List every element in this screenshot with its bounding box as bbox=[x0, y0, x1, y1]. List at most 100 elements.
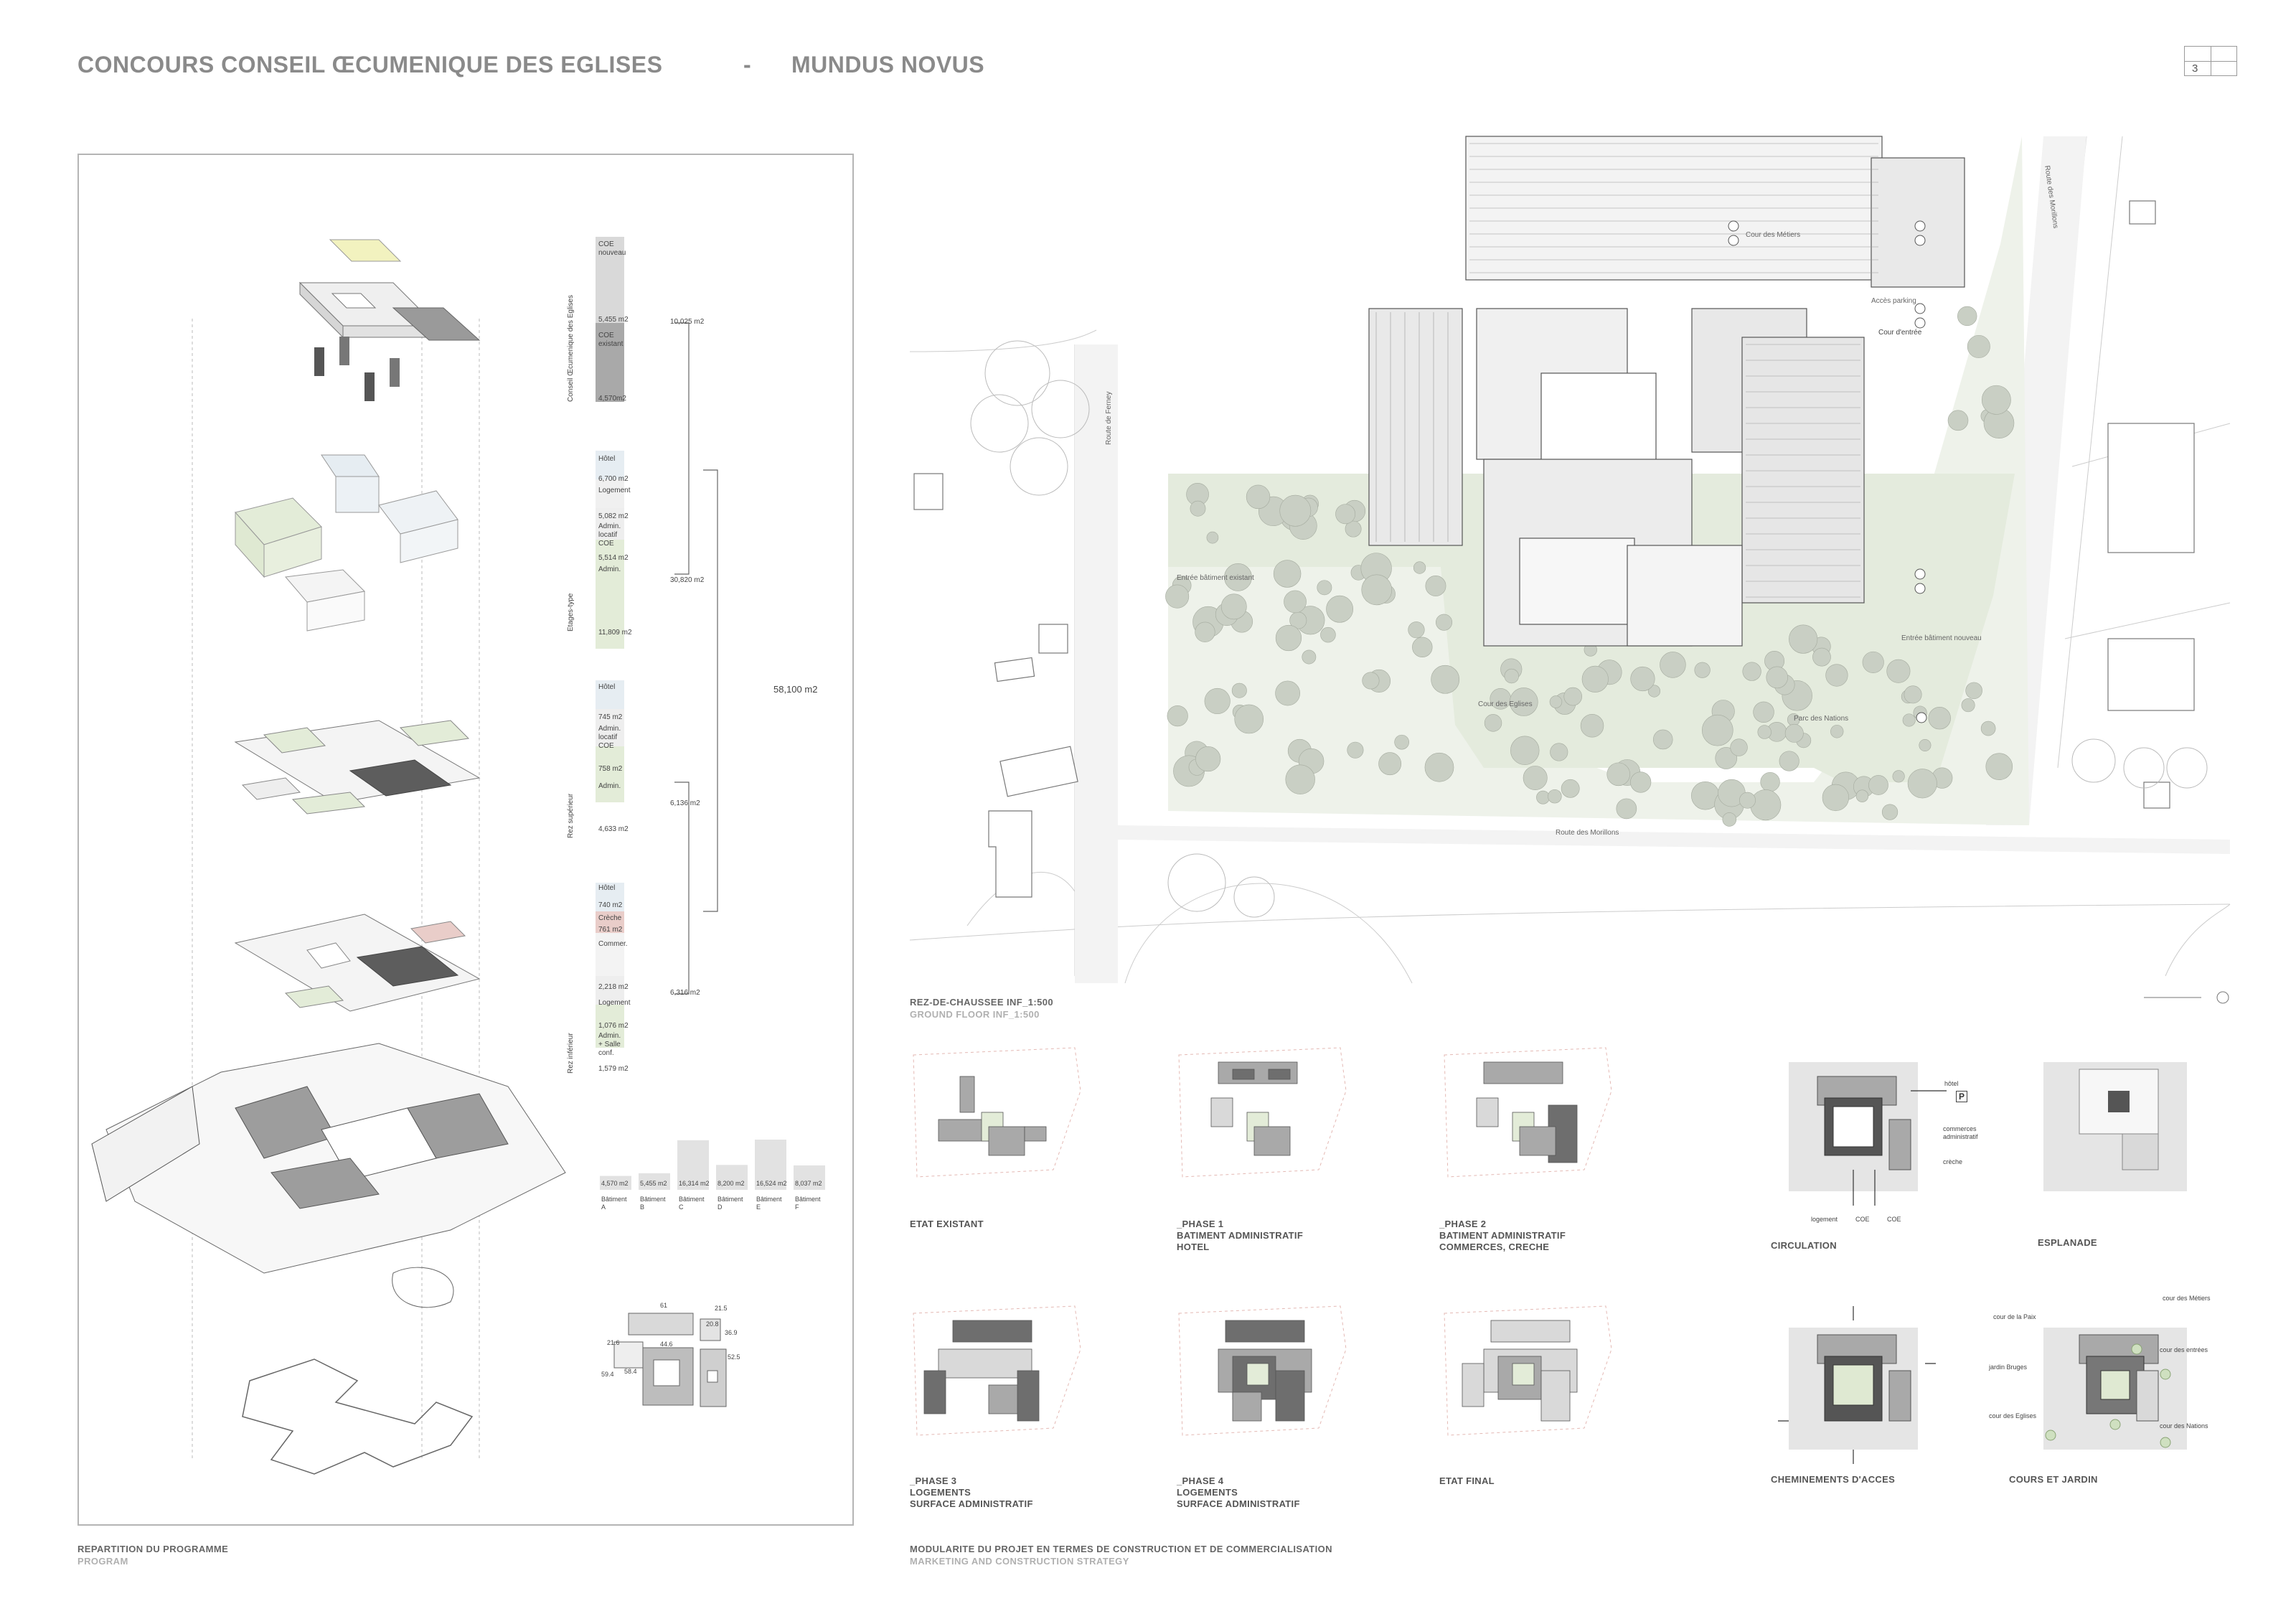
seg-admin-rs-value: 4,633 m2 bbox=[598, 825, 629, 833]
seg-hotel-rs-value: 745 m2 bbox=[598, 713, 623, 721]
circ-tag-coe: COE bbox=[1855, 1216, 1870, 1223]
total-etages: 30,820 m2 bbox=[670, 576, 705, 584]
seg-hotel: Hôtel bbox=[598, 455, 616, 463]
dim-7: 36.9 bbox=[725, 1329, 738, 1336]
area-bar-label: Bâtiment F bbox=[795, 1196, 821, 1211]
jardin-tag-metiers: cour des Métiers bbox=[2163, 1295, 2211, 1302]
jardin-tag-bruges: jardin Bruges bbox=[1989, 1363, 2028, 1371]
diagrams-caption: MODULARITE DU PROJET EN TERMES DE CONSTR… bbox=[910, 1543, 1332, 1567]
dim-2: 21.5 bbox=[715, 1305, 728, 1312]
diagram-label-phase3: _PHASE 3 LOGEMENTS SURFACE ADMINISTRATIF bbox=[910, 1475, 1033, 1509]
phasing-diagrams bbox=[913, 1047, 2187, 1464]
seg-logement-ri: Logement bbox=[598, 999, 631, 1007]
building-area-chart: 4,570 m2 Bâtiment A 5,455 m2 Bâtiment B 16,3… bbox=[600, 1124, 825, 1217]
area-bar bbox=[755, 1140, 786, 1190]
plan-caption-fr: REZ-DE-CHAUSSEE INF_1:500 bbox=[910, 997, 1053, 1008]
dim-9: 52.5 bbox=[728, 1353, 740, 1361]
seg-coe-nouveau-value: 5,455 m2 bbox=[598, 316, 629, 324]
diagram-label-phase1: _PHASE 1 BATIMENT ADMINISTRATIF HOTEL bbox=[1177, 1219, 1304, 1252]
seg-admin-locatif-rs-value: 758 m2 bbox=[598, 765, 623, 773]
area-bar-value: 4,570 m2 bbox=[601, 1180, 629, 1187]
area-bar-label: Bâtiment B bbox=[640, 1196, 666, 1211]
phase-diagram bbox=[1178, 1047, 1347, 1178]
circulation-diagram bbox=[1789, 1062, 1947, 1206]
diagram-label-final: ETAT FINAL bbox=[1439, 1475, 1495, 1486]
seg-coe-existant: COE existant bbox=[598, 332, 624, 348]
phase-diagram bbox=[1444, 1047, 1612, 1178]
plan-caption-en: GROUND FLOOR INF_1:500 bbox=[910, 1009, 1040, 1020]
dim-5: 58.4 bbox=[624, 1368, 637, 1375]
cours-jardin-diagram bbox=[2043, 1328, 2187, 1450]
exploded-axonometric bbox=[91, 239, 566, 1475]
seg-admin-rs: Admin. bbox=[598, 782, 621, 790]
diagrams-caption-en: MARKETING AND CONSTRUCTION STRATEGY bbox=[910, 1556, 1129, 1567]
label-parc-nations: Parc des Nations bbox=[1794, 715, 1849, 723]
program-panel bbox=[77, 154, 854, 1526]
area-bar-label: Bâtiment E bbox=[756, 1196, 782, 1211]
seg-admin-salle-value: 1,579 m2 bbox=[598, 1065, 629, 1073]
diagrams-caption-fr: MODULARITE DU PROJET EN TERMES DE CONSTR… bbox=[910, 1544, 1332, 1554]
diagram-label-phase4: _PHASE 4 LOGEMENTS SURFACE ADMINISTRATIF bbox=[1177, 1475, 1300, 1509]
area-bar bbox=[639, 1173, 670, 1190]
seg-hotel-ri: Hôtel bbox=[598, 884, 616, 892]
seg-commerce: Commer. bbox=[598, 940, 628, 948]
diagram-label-existant: ETAT EXISTANT bbox=[910, 1219, 984, 1229]
area-bar bbox=[677, 1140, 709, 1190]
esplanade-diagram bbox=[2043, 1062, 2187, 1191]
seg-hotel-ri-value: 740 m2 bbox=[598, 901, 623, 909]
label-acces-parking: Accès parking bbox=[1871, 297, 1916, 305]
page-number-box: 3 bbox=[2184, 46, 2237, 76]
seg-admin-locatif-value: 5,514 m2 bbox=[598, 554, 629, 562]
area-bar-label: Bâtiment D bbox=[718, 1196, 743, 1211]
program-caption-fr: REPARTITION DU PROGRAMME bbox=[77, 1544, 229, 1554]
diagram-label-phase2: _PHASE 2 BATIMENT ADMINISTRATIF COMMERCE… bbox=[1439, 1219, 1566, 1252]
phase-diagram bbox=[913, 1047, 1081, 1178]
jardin-tag-eglises: cour des Eglises bbox=[1989, 1412, 2037, 1419]
cheminements-diagram bbox=[1778, 1306, 1936, 1464]
parking-sign: P bbox=[1956, 1091, 1967, 1102]
dim-3: 44.6 bbox=[660, 1341, 673, 1348]
seg-hotel-value: 6,700 m2 bbox=[598, 475, 629, 483]
diagram-label-esplanade: ESPLANADE bbox=[2038, 1237, 2097, 1248]
dim-4: 21.6 bbox=[607, 1339, 620, 1346]
dim-1: 61 bbox=[660, 1302, 668, 1309]
diagram-label-cours-jardin: COURS ET JARDIN bbox=[2009, 1474, 2098, 1485]
site-plan bbox=[909, 136, 2231, 1004]
label-cour-entree: Cour d'entrée bbox=[1878, 329, 1922, 337]
seg-admin: Admin. bbox=[598, 565, 621, 573]
program-stack bbox=[596, 237, 718, 1048]
area-bar-value: 16,524 m2 bbox=[756, 1180, 787, 1187]
stack-label-coe: Conseil Œcumenique des Eglises bbox=[567, 295, 575, 402]
circ-tag-commerce: commerces administratif bbox=[1943, 1125, 1978, 1140]
diagram-label-cheminements: CHEMINEMENTS D'ACCES bbox=[1771, 1474, 1896, 1485]
label-route-morillons-south: Route des Morillons bbox=[1556, 829, 1619, 837]
grand-total: 58,100 m2 bbox=[773, 684, 818, 695]
circ-tag-creche: crèche bbox=[1943, 1158, 1963, 1165]
title-separator: - bbox=[743, 52, 752, 78]
area-bar-value: 5,455 m2 bbox=[640, 1180, 667, 1187]
area-bar-label: Bâtiment A bbox=[601, 1196, 627, 1211]
seg-creche: Crèche bbox=[598, 914, 622, 922]
label-route-ferney: Route de Ferney bbox=[1105, 391, 1113, 446]
seg-coe-existant-value: 4,570m2 bbox=[598, 395, 626, 403]
area-bar-value: 16,314 m2 bbox=[679, 1180, 710, 1187]
seg-admin-locatif: Admin. locatif COE bbox=[598, 522, 621, 548]
seg-admin-locatif-rs: Admin. locatif COE bbox=[598, 725, 621, 750]
seg-logement-value: 5,082 m2 bbox=[598, 512, 629, 520]
page-number: 3 bbox=[2192, 62, 2198, 75]
area-bar-label: Bâtiment C bbox=[679, 1196, 705, 1211]
dim-8: 20.8 bbox=[706, 1320, 719, 1328]
diagram-label-circulation: CIRCULATION bbox=[1771, 1240, 1837, 1251]
total-coe: 10,025 m2 bbox=[670, 318, 705, 326]
stack-label-rez-sup: Rez supérieur bbox=[567, 793, 575, 838]
jardin-tag-entrees: cour des entrées bbox=[2160, 1346, 2208, 1353]
dim-6: 59.4 bbox=[601, 1371, 614, 1378]
circ-tag-hotel: hôtel bbox=[1944, 1080, 1959, 1087]
stack-label-etages: Etages-type bbox=[567, 593, 575, 632]
program-caption: REPARTITION DU PROGRAMME PROGRAM bbox=[77, 1543, 228, 1567]
seg-commerce-value: 2,218 m2 bbox=[598, 983, 629, 991]
label-cour-eglises: Cour des Eglises bbox=[1478, 700, 1533, 708]
total-rez-sup: 6,136 m2 bbox=[670, 799, 700, 807]
area-bar-value: 8,200 m2 bbox=[718, 1180, 745, 1187]
circ-tag-logement: logement bbox=[1811, 1216, 1838, 1223]
